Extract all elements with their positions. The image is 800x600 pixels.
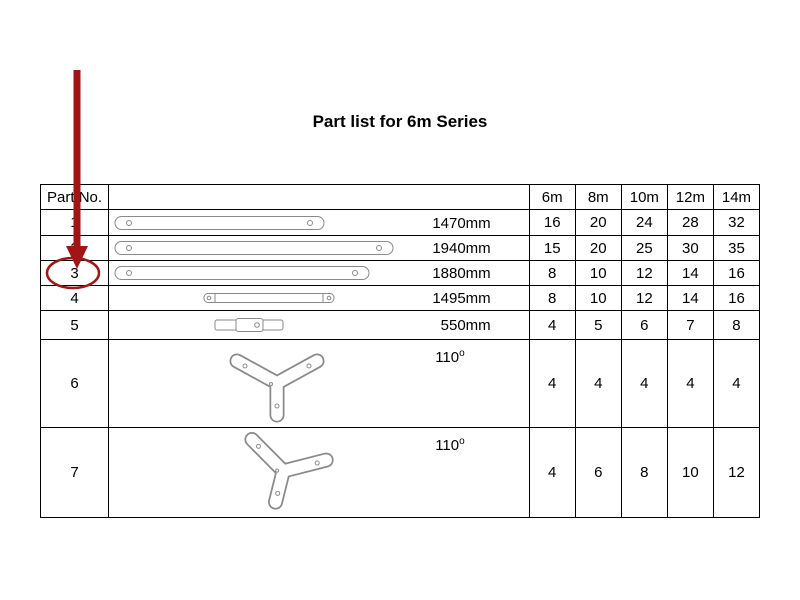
qty-cell: 16: [528, 209, 576, 236]
qty-cell: 4: [712, 339, 761, 428]
part-length-label: 1495mm: [432, 290, 491, 307]
qty-cell: 8: [528, 260, 576, 286]
part-row-7: 7: [39, 427, 761, 518]
qty-cell: 25: [620, 235, 668, 261]
qty-cell: 8: [528, 285, 576, 311]
qty-cell: 20: [574, 235, 622, 261]
part-row-3-highlighted: 3 1880mm 8 10 12: [39, 260, 761, 286]
part-length-label: 550mm: [440, 317, 491, 334]
connector-angle-label: 110o: [435, 435, 465, 454]
qty-cell: 6: [574, 427, 622, 518]
qty-cell: 14: [666, 260, 714, 286]
part-number-cell: 1: [39, 209, 110, 236]
page-title: Part list for 6m Series: [312, 112, 488, 131]
qty-cell: 20: [574, 209, 622, 236]
qty-cell: 4: [666, 339, 714, 428]
header-6m: 6m: [528, 184, 576, 210]
qty-cell: 8: [620, 427, 668, 518]
qty-cell: 16: [712, 285, 761, 311]
qty-cell: 4: [528, 427, 576, 518]
header-10m: 10m: [620, 184, 668, 210]
qty-cell: 7: [666, 310, 714, 340]
qty-cell: 30: [666, 235, 714, 261]
header-drawing: [108, 184, 530, 210]
qty-cell: 5: [574, 310, 622, 340]
part-length-label: 1470mm: [432, 214, 491, 232]
qty-cell: 15: [528, 235, 576, 261]
qty-cell: 12: [620, 260, 668, 286]
part-number-cell: 5: [39, 310, 110, 340]
header-part-no: Part No.: [39, 184, 110, 210]
qty-cell: 32: [712, 209, 761, 236]
qty-cell: 10: [574, 285, 622, 311]
bracket-drawing-icon: [214, 317, 286, 333]
qty-cell: 6: [620, 310, 668, 340]
three-way-connector-drawing-icon: [221, 343, 333, 425]
part-number-cell: 6: [39, 339, 110, 428]
qty-cell: 4: [620, 339, 668, 428]
part-row-2: 2 1940mm 15 20 25: [39, 235, 761, 261]
part-row-6: 6: [39, 339, 761, 428]
tube-drawing-icon: [114, 240, 395, 256]
header-12m: 12m: [666, 184, 714, 210]
qty-cell: 12: [620, 285, 668, 311]
qty-cell: 4: [528, 339, 576, 428]
connector-angle-label: 110o: [435, 347, 465, 366]
short-tube-drawing-icon: [201, 292, 337, 304]
qty-cell: 14: [666, 285, 714, 311]
qty-cell: 35: [712, 235, 761, 261]
parts-table: Part No. 6m 8m 10m 12m 14m 1: [39, 184, 761, 518]
three-way-connector-drawing-icon: [231, 429, 335, 517]
qty-cell: 12: [712, 427, 761, 518]
qty-cell: 4: [574, 339, 622, 428]
part-row-1: 1 1470mm 16 20 24: [39, 209, 761, 236]
qty-cell: 4: [528, 310, 576, 340]
qty-cell: 24: [620, 209, 668, 236]
qty-cell: 16: [712, 260, 761, 286]
qty-cell: 10: [666, 427, 714, 518]
part-number-cell: 3: [39, 260, 110, 286]
header-8m: 8m: [574, 184, 622, 210]
qty-cell: 8: [712, 310, 761, 340]
part-row-5: 5 550mm 4 5 6: [39, 310, 761, 340]
part-length-label: 1880mm: [432, 265, 491, 282]
header-row: Part No. 6m 8m 10m 12m 14m: [39, 184, 761, 210]
tube-drawing-icon: [114, 265, 371, 281]
part-length-label: 1940mm: [432, 240, 491, 257]
part-number-cell: 7: [39, 427, 110, 518]
part-number-cell: 2: [39, 235, 110, 261]
header-14m: 14m: [712, 184, 761, 210]
qty-cell: 10: [574, 260, 622, 286]
part-row-4: 4 1495mm: [39, 285, 761, 311]
qty-cell: 28: [666, 209, 714, 236]
tube-drawing-icon: [114, 215, 326, 231]
part-number-cell: 4: [39, 285, 110, 311]
